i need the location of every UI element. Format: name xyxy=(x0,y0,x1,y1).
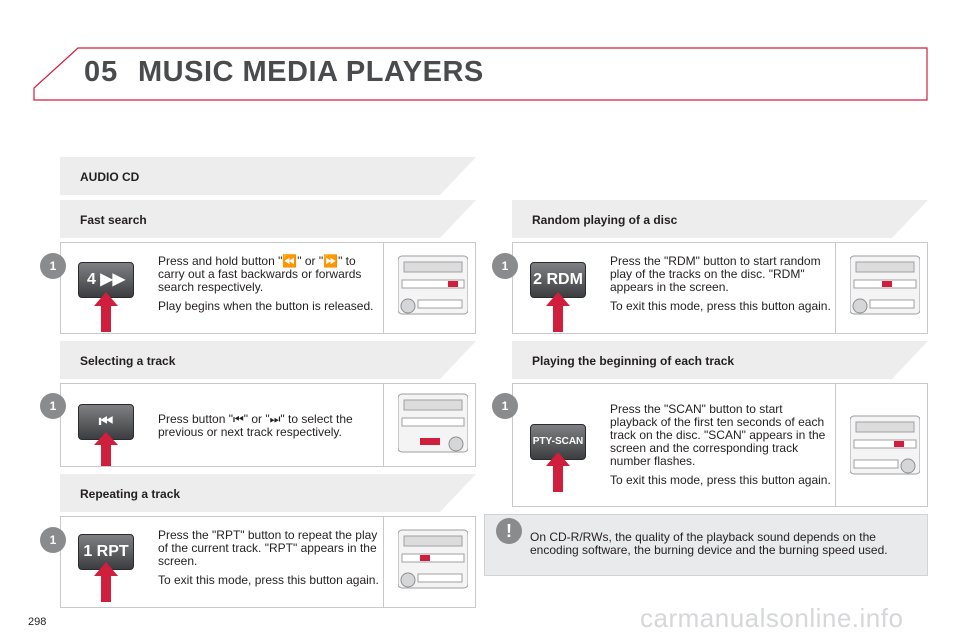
section-title: AUDIO CD xyxy=(80,170,140,184)
instruction-paragraph: Press the "RDM" button to start random p… xyxy=(610,254,821,294)
chapter-number: 05 xyxy=(84,56,119,88)
rdm-button-image: 2 RDM xyxy=(530,262,586,298)
page-title: MUSIC MEDIA PLAYERS xyxy=(138,56,484,88)
radio-unit-illustration xyxy=(850,415,920,475)
radio-unit-illustration xyxy=(850,255,920,315)
step-text: Press the "RPT" button to repeat the pla… xyxy=(158,529,380,587)
rpt-button-image: 1 RPT xyxy=(78,534,134,570)
section-title: Fast search xyxy=(80,213,147,227)
instruction-paragraph: To exit this mode, press this button aga… xyxy=(610,299,831,313)
arrow-up-icon xyxy=(94,292,118,332)
section-title: Random playing of a disc xyxy=(532,213,678,227)
radio-unit-illustration xyxy=(398,255,468,315)
step-number-badge: 1 xyxy=(40,393,66,419)
header-frame xyxy=(33,47,928,101)
step-number-badge: 1 xyxy=(492,393,518,419)
section-playing-beginning: Playing the beginning of each track xyxy=(512,341,928,381)
section-fast-search: Fast search xyxy=(60,200,476,240)
warning-text: On CD-R/RWs, the quality of the playback… xyxy=(530,530,888,557)
step-text: Press and hold button "⏪" or "⏩" to carr… xyxy=(158,255,380,313)
radio-panel-cell xyxy=(383,517,475,607)
radio-unit-illustration xyxy=(398,529,468,589)
step-number-badge: 1 xyxy=(40,527,66,553)
instruction-paragraph: Press the "RPT" button to repeat the pla… xyxy=(158,528,378,568)
arrow-up-icon xyxy=(546,292,570,332)
step-text: Press the "RDM" button to start random p… xyxy=(610,255,832,313)
section-title: Selecting a track xyxy=(80,354,176,368)
section-repeating-track: Repeating a track xyxy=(60,474,476,514)
watermark: carmanualsonline.info xyxy=(640,603,904,633)
radio-panel-cell xyxy=(383,243,475,333)
instruction-paragraph: To exit this mode, press this button aga… xyxy=(610,473,831,487)
radio-panel-cell xyxy=(835,384,927,506)
step-number-badge: 1 xyxy=(40,253,66,279)
section-title: Repeating a track xyxy=(80,487,181,501)
radio-unit-illustration xyxy=(398,393,468,453)
section-selecting-track: Selecting a track xyxy=(60,341,476,381)
instruction-paragraph: Play begins when the button is released. xyxy=(158,299,374,313)
page-number: 298 xyxy=(28,616,47,628)
arrow-up-icon xyxy=(94,432,118,466)
arrow-up-icon xyxy=(546,452,570,492)
instruction-paragraph: To exit this mode, press this button aga… xyxy=(158,573,379,587)
radio-panel-cell xyxy=(835,243,927,333)
arrow-up-icon xyxy=(94,562,118,602)
instruction-paragraph: Press button "⏮" or "⏭" to select the pr… xyxy=(158,412,353,439)
section-random-playing: Random playing of a disc xyxy=(512,200,928,240)
instruction-paragraph: Press the "SCAN" button to start playbac… xyxy=(610,402,826,468)
section-audio-cd: AUDIO CD xyxy=(60,157,476,197)
step-text: Press button "⏮" or "⏭" to select the pr… xyxy=(158,413,380,439)
warning-note xyxy=(484,514,928,576)
instruction-paragraph: Press and hold button "⏪" or "⏩" to carr… xyxy=(158,254,362,294)
radio-panel-cell xyxy=(383,384,475,466)
section-title: Playing the beginning of each track xyxy=(532,354,735,368)
step-text: Press the "SCAN" button to start playbac… xyxy=(610,403,832,487)
step-number-badge: 1 xyxy=(492,253,518,279)
exclamation-icon: ! xyxy=(496,518,522,544)
